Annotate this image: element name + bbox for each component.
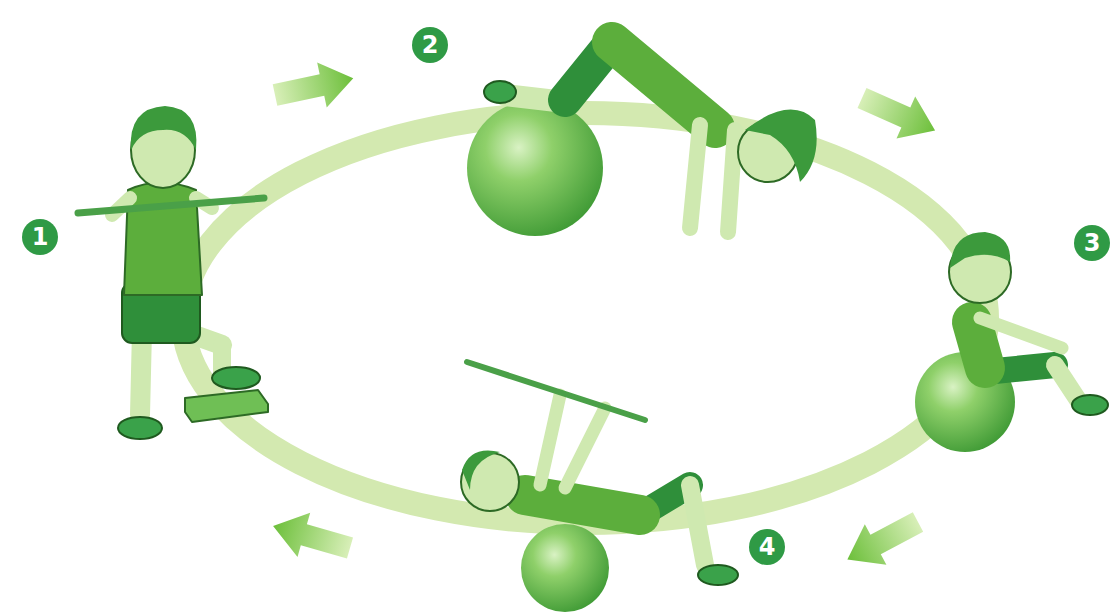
callout-number: 3 [1084, 231, 1101, 255]
exercise-figure [461, 362, 738, 612]
flow-arrow [853, 77, 945, 152]
callout-circle: 2 [412, 27, 448, 63]
exercise-figure [915, 232, 1108, 452]
callout-number: 1 [32, 225, 49, 249]
callout-circle: 1 [22, 219, 58, 255]
exercise-figure [78, 106, 268, 439]
flow-arrow [267, 504, 357, 570]
exercise-figure [467, 42, 817, 236]
callout-number: 2 [422, 33, 439, 57]
callout-number: 4 [759, 535, 776, 559]
callout-circle: 4 [749, 529, 785, 565]
callout-circle: 3 [1074, 225, 1110, 261]
flow-arrow [837, 502, 929, 580]
flow-arrow [270, 56, 358, 118]
